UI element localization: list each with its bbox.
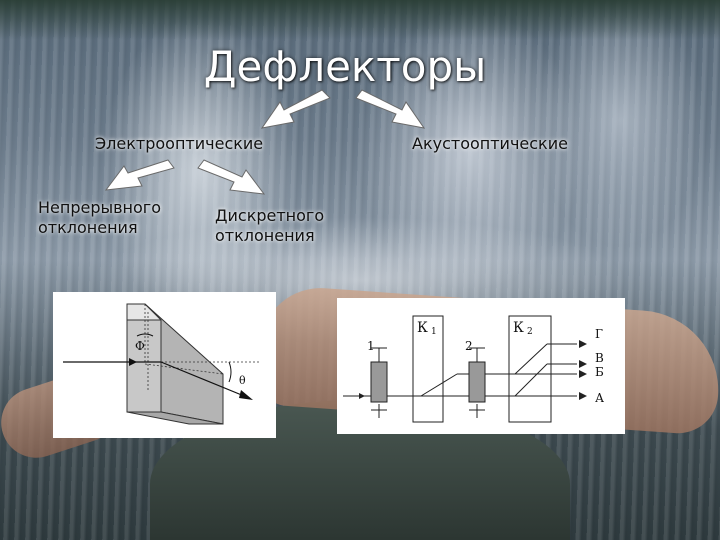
- slide-title: Дефлекторы: [203, 42, 487, 91]
- continuous-label: Непрерывного отклонения: [38, 198, 161, 238]
- incident-arrowhead: [129, 358, 137, 366]
- k2-subscript: 2: [527, 327, 533, 337]
- input-arrow: [359, 393, 365, 399]
- theta-angle-arc: [228, 361, 232, 383]
- output-a-label: А: [595, 391, 604, 405]
- out-arrow-b: [579, 370, 587, 378]
- phi-angle-arc: [136, 333, 154, 337]
- arrow-to-electro: [260, 89, 331, 129]
- beam-split-1: [420, 373, 458, 397]
- deflected-beam: [160, 361, 250, 399]
- prism-hidden-edge-2: [144, 363, 224, 375]
- discrete-label: Дискретного отклонения: [215, 206, 324, 246]
- acoustooptic-label: Акустооптические: [412, 134, 568, 153]
- modulator-1: [370, 361, 388, 403]
- k1-subscript: 1: [431, 327, 437, 337]
- continuous-label-line1: Непрерывного: [38, 198, 161, 217]
- continuous-label-line2: отклонения: [38, 218, 138, 237]
- element-1-label: 1: [367, 339, 375, 353]
- prism-diagram: Φ θ: [63, 303, 261, 425]
- arrow-to-acousto: [355, 89, 426, 129]
- crystal-k1: [412, 315, 444, 423]
- phi-label: Φ: [135, 339, 145, 353]
- deflected-arrowhead: [239, 390, 253, 400]
- crystal-diagram-panel: К 1 К 2 1 2 Г В Б А: [337, 298, 625, 434]
- beam-split-2b: [514, 343, 548, 375]
- discrete-label-line2: отклонения: [215, 226, 315, 245]
- prism-diagram-panel: Φ θ: [53, 292, 276, 438]
- arrow-to-continuous: [104, 159, 175, 191]
- output-b-label: Б: [595, 365, 604, 379]
- arrow-to-discrete: [197, 159, 266, 195]
- prism-bottom-face: [126, 411, 224, 425]
- out-arrow-v: [579, 360, 587, 368]
- crystal-diagram: К 1 К 2 1 2 Г В Б А: [343, 315, 604, 423]
- element-2-label: 2: [465, 339, 473, 353]
- crystal-k2: [508, 315, 552, 423]
- k1-label: К: [417, 320, 428, 336]
- discrete-label-line1: Дискретного: [215, 206, 325, 225]
- theta-label: θ: [239, 374, 246, 387]
- electrooptic-label: Электрооптические: [95, 134, 264, 153]
- k2-label: К: [513, 320, 524, 336]
- modulator-2: [468, 361, 486, 403]
- beam-split-2a: [514, 363, 548, 397]
- out-arrow-g: [579, 340, 587, 348]
- out-arrow-a: [579, 392, 587, 400]
- output-g-label: Г: [595, 327, 603, 341]
- output-v-label: В: [595, 351, 604, 365]
